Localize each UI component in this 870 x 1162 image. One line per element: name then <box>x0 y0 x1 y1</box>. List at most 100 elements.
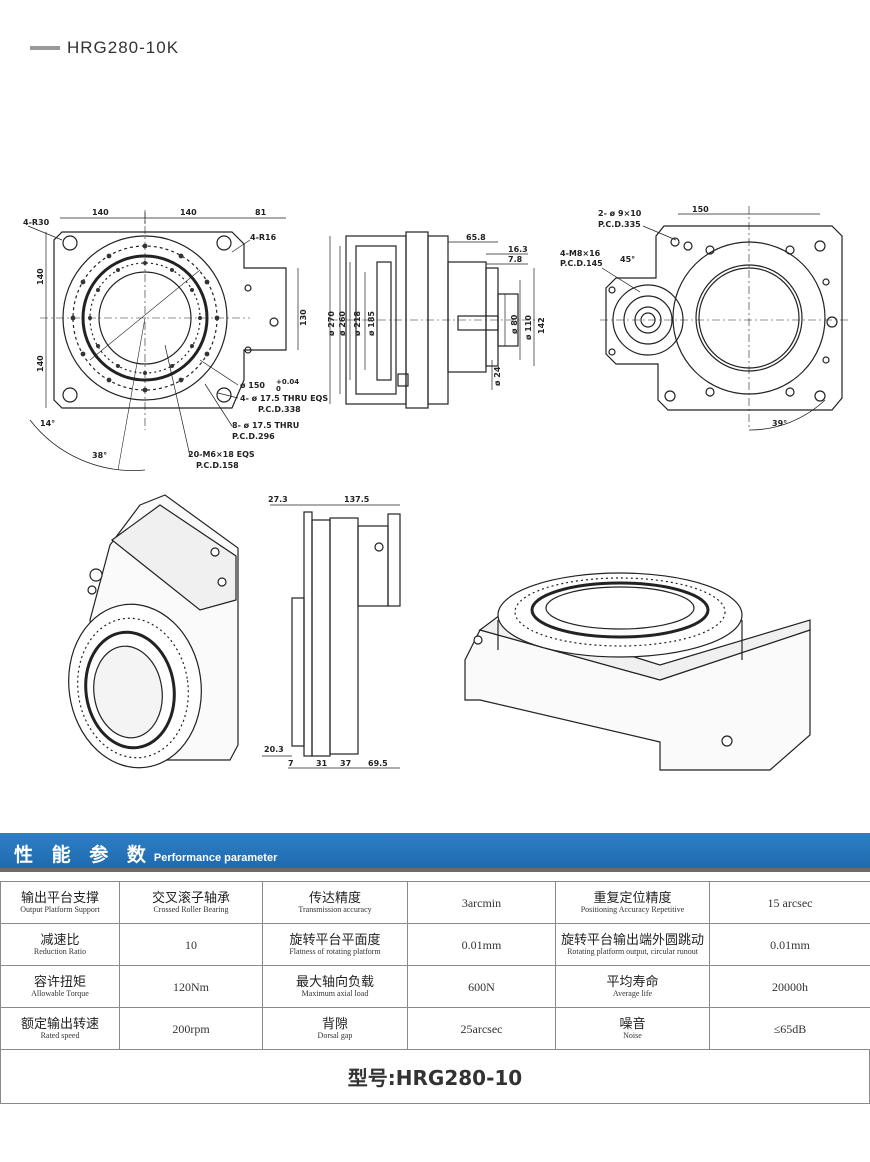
dim-label: 140 <box>36 268 45 285</box>
dim-label: ø 80 <box>510 314 519 334</box>
iso-view-left <box>68 494 239 769</box>
corner-hole <box>216 235 232 251</box>
callout-label: P.C.D.338 <box>258 405 301 414</box>
param-value: 200rpm <box>119 1007 263 1050</box>
dim-label: 31 <box>316 759 328 768</box>
perf-header-shadow <box>0 868 870 872</box>
page-title: HRG280-10K <box>67 38 180 57</box>
dim-label: 137.5 <box>344 495 370 504</box>
param-value: 0.01mm <box>709 923 870 966</box>
side-view <box>329 231 540 409</box>
dim-label: 39° <box>772 419 787 428</box>
dim-label: 27.3 <box>268 495 288 504</box>
dim-label: 4-R16 <box>250 233 277 242</box>
dim-label: ø 260 <box>338 311 347 336</box>
side-view-2-labels: 27.3 137.5 20.3 7 31 37 69.5 <box>264 495 388 768</box>
callout-label: 20-M6×18 EQS <box>188 450 255 459</box>
dim-label: 140 <box>180 208 197 217</box>
param-value: 20000h <box>709 965 870 1008</box>
dim-label: 4-M8×16 <box>560 249 601 258</box>
callout-label: 8- ø 17.5 THRU <box>232 421 299 430</box>
dim-label: 38° <box>92 451 107 460</box>
dim-label: 142 <box>537 317 546 334</box>
perf-header-band <box>0 833 870 868</box>
flange-hole <box>269 317 279 327</box>
corner-hole <box>216 387 232 403</box>
dim-label: 37 <box>340 759 351 768</box>
iso-view-right <box>464 572 811 771</box>
dim-label: ø 218 <box>353 311 362 336</box>
back-view <box>600 206 850 431</box>
dim-label: ø 270 <box>327 311 336 336</box>
dim-label: 14° <box>40 419 55 428</box>
param-value: 600N <box>407 965 556 1008</box>
dim-label: 45° <box>620 255 635 264</box>
dim-label: 20.3 <box>264 745 284 754</box>
dim-label: 81 <box>255 208 267 217</box>
dim-label: P.C.D.145 <box>560 259 603 268</box>
param-value: 0.01mm <box>407 923 556 966</box>
title-dash <box>30 46 60 50</box>
param-value: 15 arcsec <box>709 881 870 924</box>
dim-label: 140 <box>36 355 45 372</box>
dim-label: 69.5 <box>368 759 388 768</box>
param-value: ≤65dB <box>709 1007 870 1050</box>
back-view-labels: 2- ø 9×10 P.C.D.335 150 4-M8×16 P.C.D.14… <box>560 205 787 428</box>
callout-label: 0 <box>276 385 281 393</box>
technical-drawing: 140 140 81 4-R30 4-R16 140 140 130 14° 3… <box>23 205 850 771</box>
callout-label: P.C.D.296 <box>232 432 275 441</box>
perf-title: 性 能 参 数 Performance parameter <box>14 840 277 867</box>
param-value: 120Nm <box>119 965 263 1008</box>
perf-title-en: Performance parameter <box>153 852 278 864</box>
callout-label: ø 150 <box>240 381 265 390</box>
callout-label: P.C.D.158 <box>196 461 239 470</box>
dim-label: 4-R30 <box>23 218 50 227</box>
dim-label: P.C.D.335 <box>598 220 641 229</box>
flange-hole <box>244 346 252 354</box>
flange-hole <box>244 284 252 292</box>
param-value: 25arcsec <box>407 1007 556 1050</box>
dim-label: 2- ø 9×10 <box>598 209 642 218</box>
dim-label: ø 110 <box>524 315 533 340</box>
dim-label: ø 24 <box>493 366 502 386</box>
dim-label: ø 185 <box>367 311 376 336</box>
param-value: 3arcmin <box>407 881 556 924</box>
callout-label: 4- ø 17.5 THRU EQS <box>240 394 328 403</box>
side-view-labels: 65.8 16.3 7.8 ø 270 ø 260 ø 218 ø 185 ø … <box>327 233 546 386</box>
dim-label: 150 <box>692 205 709 214</box>
dim-label: 7 <box>288 759 294 768</box>
corner-hole <box>62 235 78 251</box>
dim-label: 7.8 <box>508 255 523 264</box>
dim-label: 16.3 <box>508 245 528 254</box>
front-bolt-holes <box>70 243 220 393</box>
front-view-labels: 140 140 81 4-R30 4-R16 140 140 130 14° 3… <box>23 208 328 470</box>
model-number: 型号:HRG280-10 <box>347 1065 523 1090</box>
dim-label: 140 <box>92 208 109 217</box>
callout-label: +0.04 <box>276 378 299 386</box>
dim-label: 65.8 <box>466 233 486 242</box>
side-view-2 <box>262 504 401 769</box>
dim-label: 130 <box>299 309 308 326</box>
param-value: 10 <box>119 923 263 966</box>
page-header: HRG280-10K <box>30 38 179 58</box>
corner-hole <box>62 387 78 403</box>
model-row: 型号:HRG280-10 <box>0 1049 870 1104</box>
